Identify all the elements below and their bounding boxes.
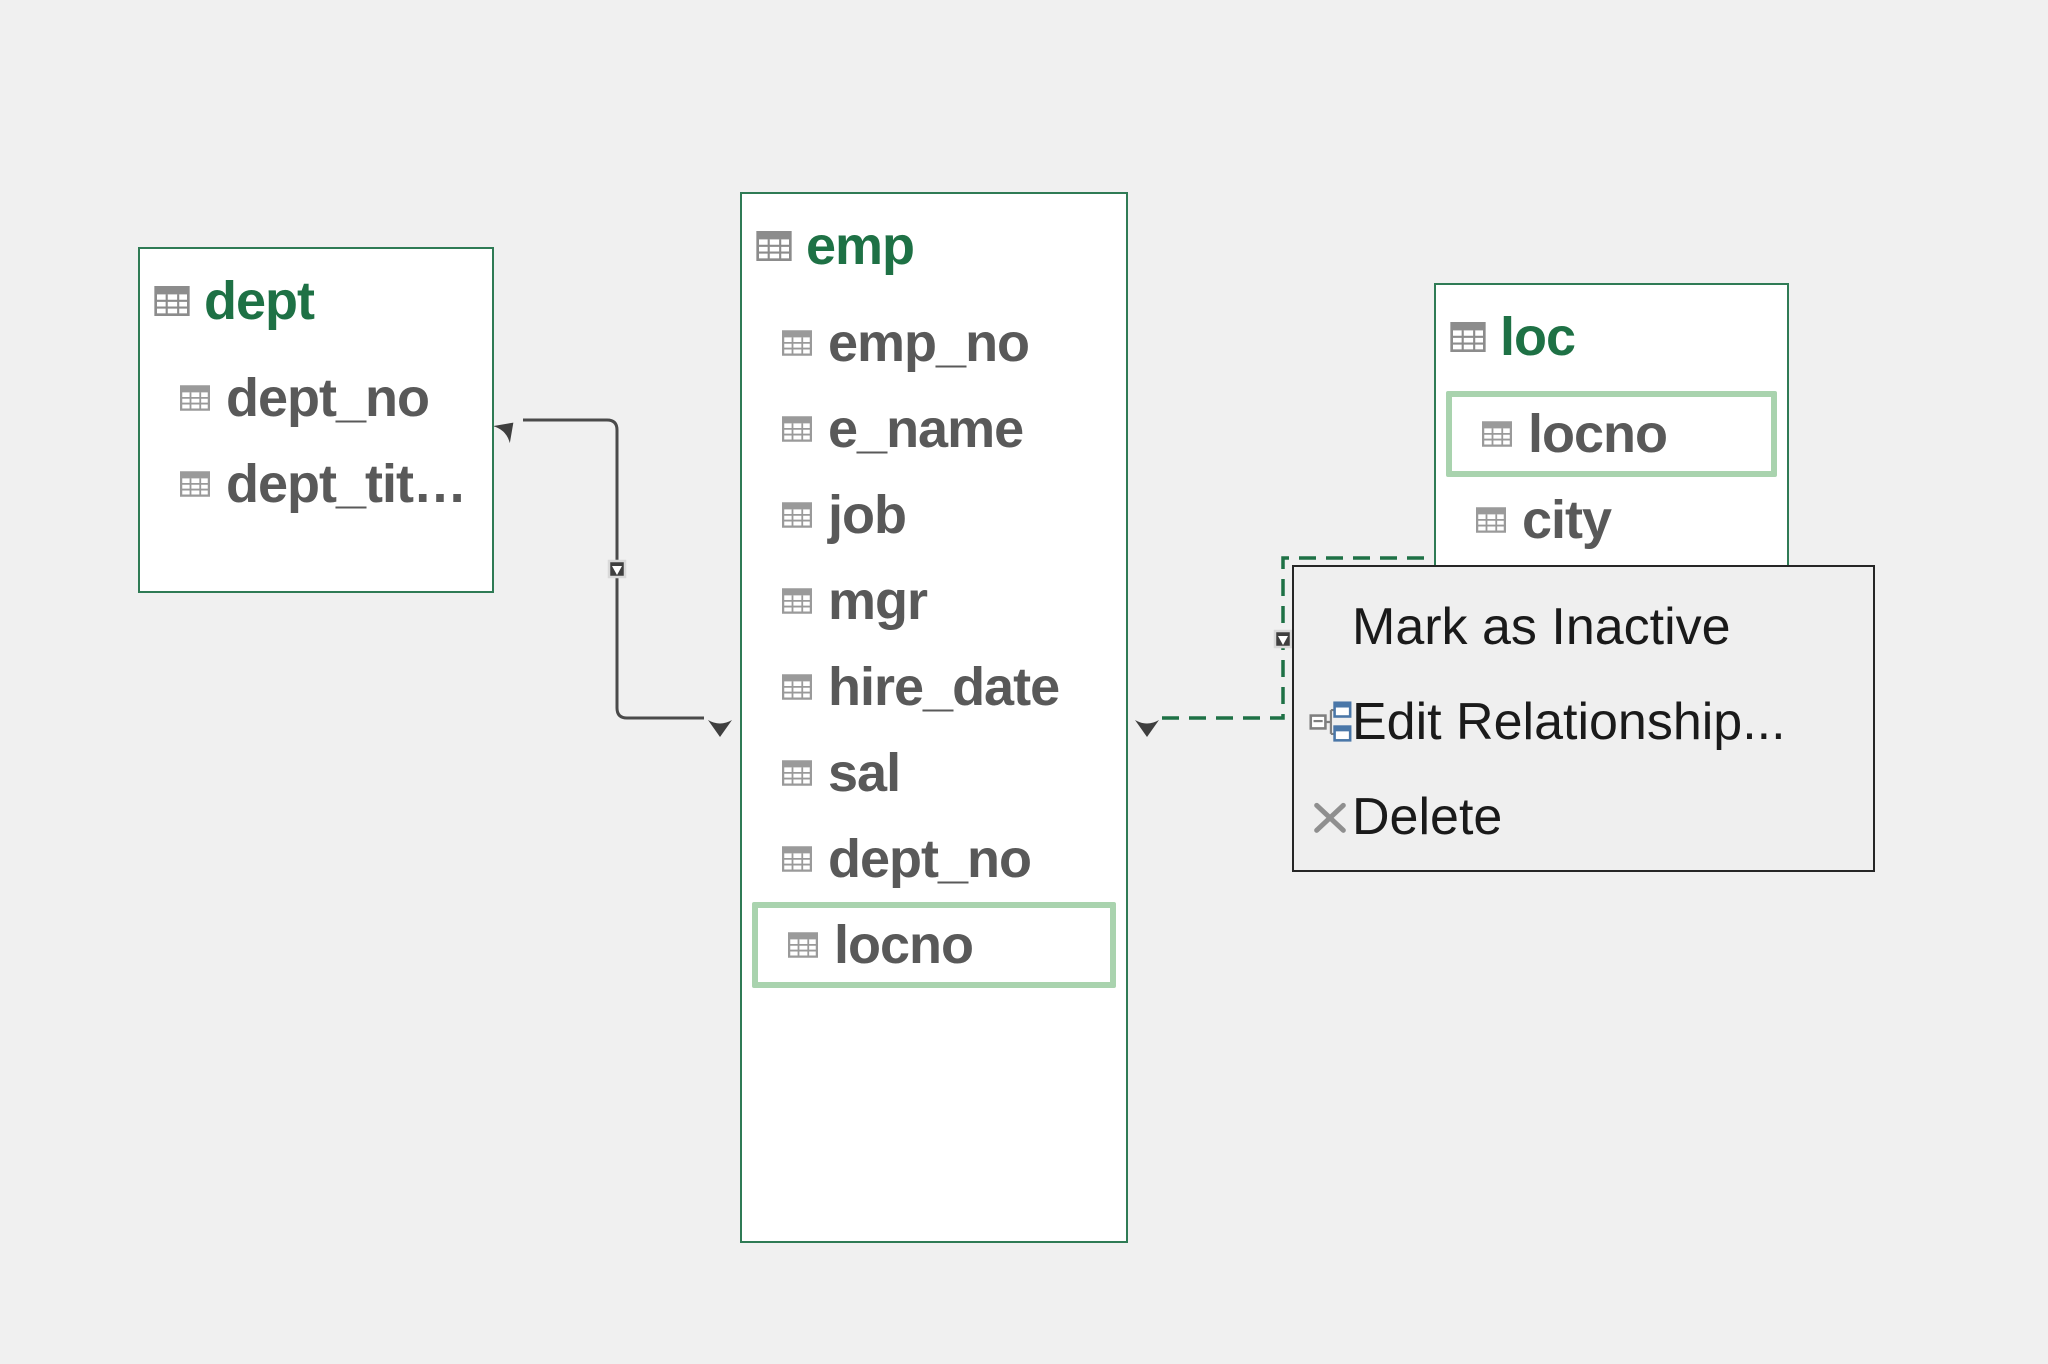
field-row-emp-e_name[interactable]: e_name	[742, 386, 1126, 472]
field-row-emp-job[interactable]: job	[742, 472, 1126, 558]
delete-icon	[1308, 793, 1352, 841]
table-icon	[788, 932, 818, 958]
table-icon	[782, 588, 812, 614]
field-row-emp-locno[interactable]: locno	[752, 902, 1116, 988]
menu-item-mark-as-inactive[interactable]: Mark as Inactive	[1294, 579, 1873, 674]
field-label: locno	[1528, 404, 1668, 464]
table-icon	[782, 674, 812, 700]
field-label: hire_date	[828, 657, 1060, 717]
table-loc[interactable]: loc locno city	[1434, 283, 1789, 613]
field-label: sal	[828, 743, 901, 803]
field-row-emp-mgr[interactable]: mgr	[742, 558, 1126, 644]
one-side-arrow-icon	[492, 422, 514, 444]
menu-item-label: Edit Relationship...	[1352, 692, 1786, 751]
filter-direction-marker[interactable]	[1273, 629, 1293, 649]
menu-item-edit-relationship[interactable]: Edit Relationship...	[1294, 674, 1873, 769]
table-icon	[782, 846, 812, 872]
field-label: locno	[834, 915, 974, 975]
field-label: dept_no	[828, 829, 1032, 889]
field-label: city	[1522, 490, 1612, 550]
relationship-emp-loc[interactable]	[1135, 556, 1425, 737]
table-dept[interactable]: dept dept_no dept_tit…	[138, 247, 494, 593]
relationship-dept-emp[interactable]	[492, 414, 732, 737]
menu-item-label: Delete	[1352, 787, 1503, 846]
field-row-dept-dept_no[interactable]: dept_no	[140, 355, 492, 441]
table-title-loc[interactable]: loc	[1436, 285, 1787, 369]
field-label: dept_no	[226, 368, 430, 428]
field-row-emp-sal[interactable]: sal	[742, 730, 1126, 816]
field-row-emp-hire_date[interactable]: hire_date	[742, 644, 1126, 730]
field-label: job	[828, 485, 907, 545]
field-row-emp-dept_no[interactable]: dept_no	[742, 816, 1126, 902]
field-list-dept: dept_no dept_tit…	[140, 355, 492, 527]
field-label: emp_no	[828, 313, 1030, 373]
edit-relationship-icon	[1308, 698, 1352, 746]
table-icon	[180, 471, 210, 497]
table-title-label: emp	[806, 216, 915, 276]
table-icon	[756, 231, 792, 261]
menu-item-delete[interactable]: Delete	[1294, 769, 1873, 864]
menu-item-label: Mark as Inactive	[1352, 597, 1731, 656]
field-row-dept-dept_tit[interactable]: dept_tit…	[140, 441, 492, 527]
field-label: e_name	[828, 399, 1024, 459]
field-row-emp-emp_no[interactable]: emp_no	[742, 300, 1126, 386]
table-icon	[1482, 421, 1512, 447]
menu-item-icon-slot	[1308, 603, 1352, 651]
table-icon	[1450, 322, 1486, 352]
field-label: dept_tit…	[226, 454, 467, 514]
field-label: mgr	[828, 571, 928, 631]
table-icon	[782, 760, 812, 786]
field-row-loc-city[interactable]: city	[1436, 477, 1787, 563]
context-menu: Mark as Inactive Edit Relationship...	[1292, 565, 1875, 872]
table-icon	[180, 385, 210, 411]
table-title-label: dept	[204, 271, 315, 331]
table-title-label: loc	[1500, 307, 1576, 367]
table-icon	[154, 286, 190, 316]
field-row-loc-locno[interactable]: locno	[1446, 391, 1777, 477]
field-list-loc: locno city	[1436, 391, 1787, 563]
table-icon	[782, 502, 812, 528]
table-icon	[782, 416, 812, 442]
table-icon	[782, 330, 812, 356]
many-side-arrow-icon	[708, 720, 732, 737]
table-title-emp[interactable]: emp	[742, 194, 1126, 278]
filter-direction-marker[interactable]	[607, 559, 627, 579]
many-side-arrow-icon	[1135, 720, 1159, 737]
table-title-dept[interactable]: dept	[140, 249, 492, 333]
table-icon	[1476, 507, 1506, 533]
